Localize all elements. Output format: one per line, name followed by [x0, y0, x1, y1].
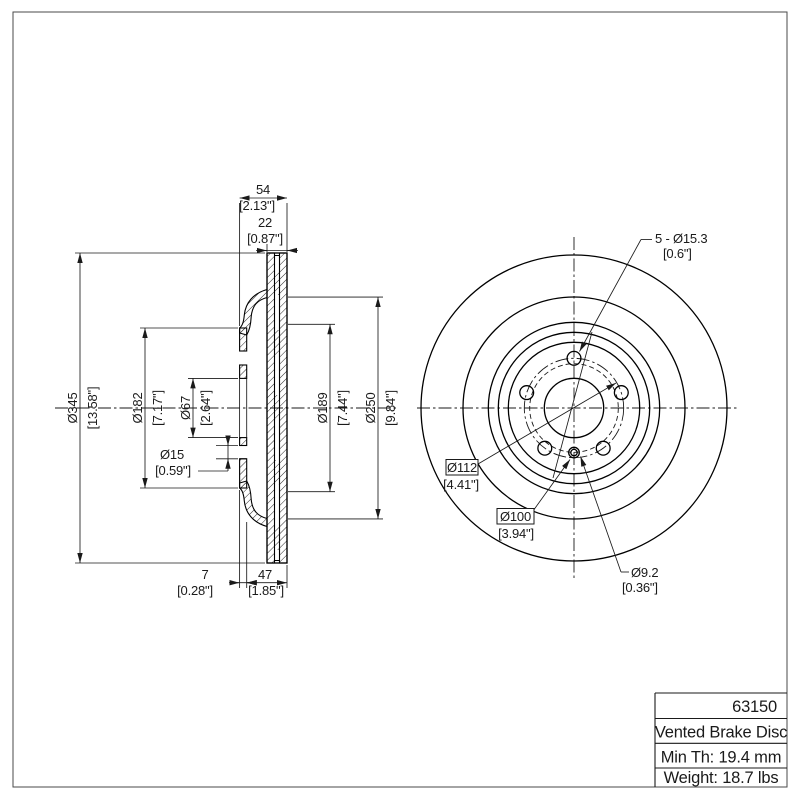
label-112-in: [4.41"]: [443, 477, 479, 492]
label-9-2-in: [0.36"]: [622, 580, 658, 595]
bolt-circle-112: [523, 357, 625, 459]
inner-plate-section: [266, 252, 276, 564]
set-screw-hole: [568, 446, 580, 459]
section-view: Ø345 [13.58"] Ø182 [7.17"] Ø67 [2.64"] Ø…: [55, 182, 398, 598]
extension-lines: [75, 203, 383, 588]
circle-250: [462, 296, 686, 520]
circle-100: [529, 363, 619, 453]
min-thickness: Min Th: 19.4 mm: [661, 749, 781, 767]
dim-15-mm: Ø15: [160, 447, 184, 462]
label-100-box: [496, 508, 535, 525]
label-112-mm: Ø112: [447, 460, 477, 475]
dim-22-in: [0.87"]: [247, 231, 283, 246]
dim-7-in: [0.28"]: [177, 583, 213, 598]
hat-outer-circle: [507, 341, 641, 475]
dim-345-mm: Ø345: [65, 392, 80, 423]
sheet-border: [12, 11, 788, 788]
hat-step-circle: [497, 331, 651, 485]
dimension-lines: [77, 195, 381, 586]
label-bolt-holes-mm: 5 - Ø15.3: [655, 231, 707, 246]
outer-diameter-circle: [420, 254, 728, 562]
label-9-2-mm: Ø9.2: [631, 565, 658, 580]
bolt-holes: [519, 350, 629, 456]
dim-189-in: [7.44"]: [335, 390, 350, 426]
dim-7-mm: 7: [201, 567, 208, 582]
dim-189-mm: Ø189: [315, 392, 330, 423]
dim-47-in: [1.85"]: [248, 583, 284, 598]
dim-54-mm: 54: [256, 182, 270, 197]
label-100-mm: Ø100: [500, 509, 531, 524]
mounting-flange-section: [239, 327, 248, 489]
weight: Weight: 18.7 lbs: [664, 769, 779, 787]
dim-345-in: [13.58"]: [85, 387, 100, 430]
dim-54-in: [2.13"]: [239, 198, 275, 213]
outer-plate-section: [278, 252, 288, 564]
front-view: 5 - Ø15.3 [0.6"] Ø112 [4.41"] Ø100 [3.94…: [417, 231, 737, 595]
dim-47-mm: 47: [258, 567, 272, 582]
center-bore-circle: [543, 377, 605, 439]
braking-band-outline: [266, 252, 288, 564]
label-100-in: [3.94"]: [498, 526, 534, 541]
dim-67-mm: Ø67: [178, 396, 193, 420]
dim-22-mm: 22: [258, 215, 272, 230]
label-bolt-holes-in: [0.6"]: [663, 246, 692, 261]
label-112-box: [445, 459, 479, 476]
dim-15-in: [0.59"]: [155, 463, 191, 478]
circle-189: [487, 321, 661, 495]
dim-250-in: [9.84"]: [383, 390, 398, 426]
dim-250-mm: Ø250: [363, 392, 378, 423]
dim-67-in: [2.64"]: [198, 390, 213, 426]
title-block: 63150 Vented Brake Disc Min Th: 19.4 mm …: [654, 692, 787, 787]
dim-182-in: [7.17"]: [150, 390, 165, 426]
part-number: 63150: [732, 698, 777, 716]
dim-182-mm: Ø182: [130, 392, 145, 423]
vent-vanes: [274, 270, 280, 550]
part-description: Vented Brake Disc: [655, 724, 787, 742]
leader-lines: [477, 239, 652, 573]
